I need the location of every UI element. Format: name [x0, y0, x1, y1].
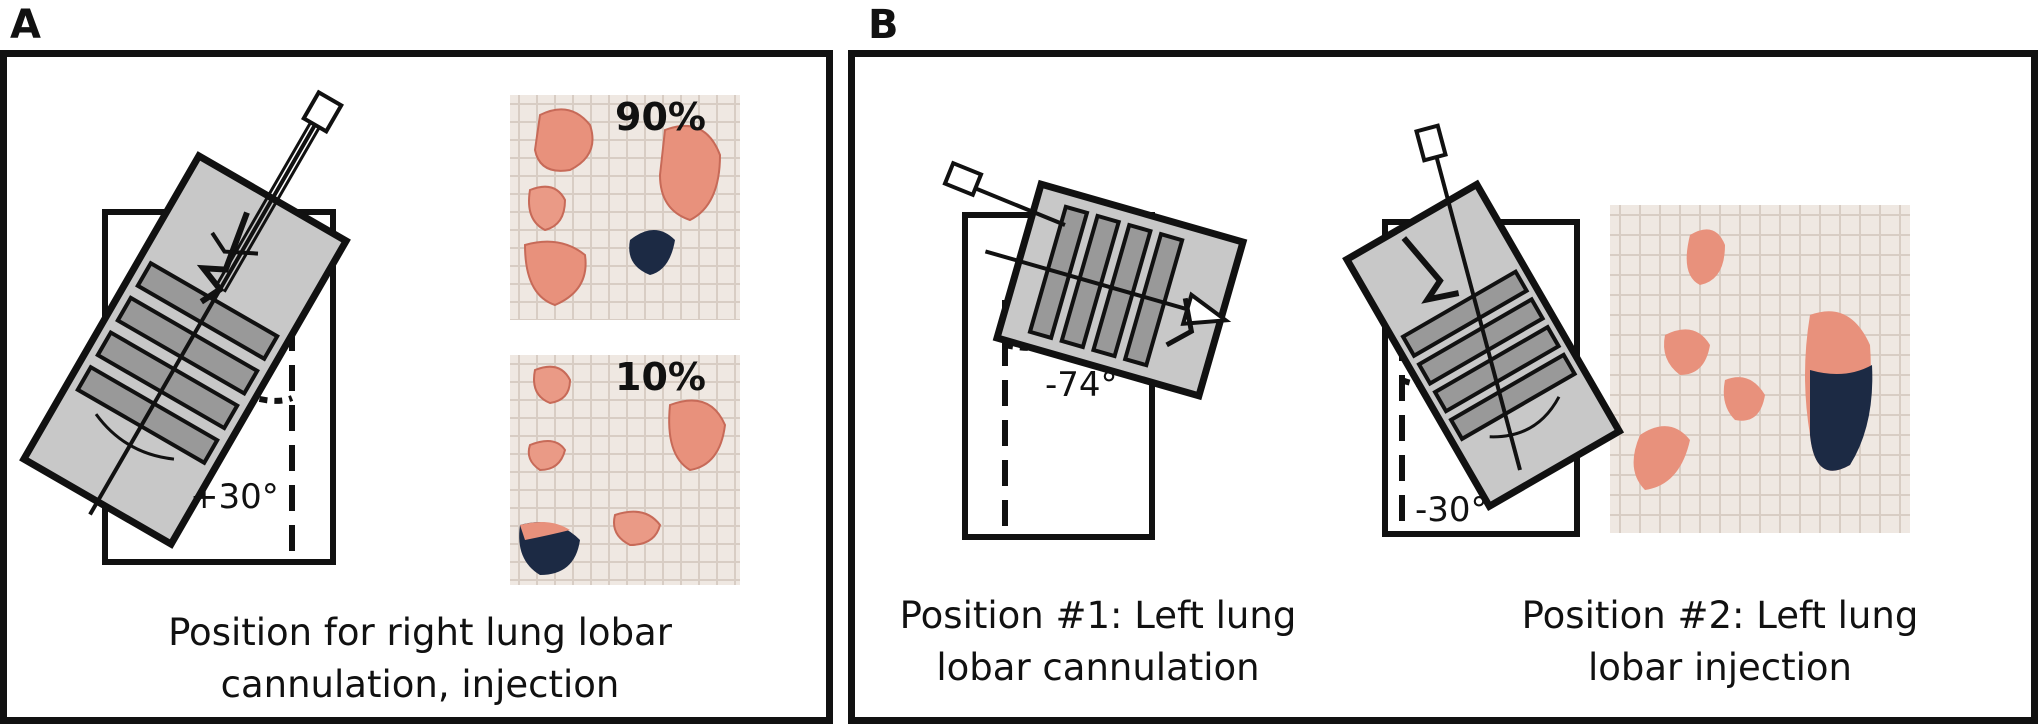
- cannula-hub-2: [1414, 123, 1448, 163]
- caption-b1-line-2: lobar cannulation: [936, 646, 1260, 689]
- tilted-board-b2: [1342, 179, 1625, 512]
- caption-b-position-1: Position #1: Left lung lobar cannulation: [878, 590, 1318, 694]
- caption-a-line-2: cannulation, injection: [220, 663, 620, 706]
- panel-a-letter: A: [10, 2, 41, 48]
- caption-a-line-1: Position for right lung lobar: [168, 611, 672, 654]
- angle-label-b1: -74°: [1045, 365, 1118, 405]
- panel-b-letter: B: [868, 2, 899, 48]
- photo-left-lung: [1610, 205, 1910, 533]
- tilted-board-a: [19, 89, 351, 549]
- angle-label-a: +30°: [190, 477, 279, 517]
- caption-b2-line-2: lobar injection: [1587, 646, 1853, 689]
- photo-10-percent-image: [510, 355, 740, 585]
- percent-90-label: 90%: [615, 95, 706, 139]
- photo-10-percent: [510, 355, 740, 585]
- percent-10-label: 10%: [615, 355, 706, 399]
- photo-90-percent: [510, 95, 740, 320]
- caption-b-position-2: Position #2: Left lung lobar injection: [1500, 590, 1940, 694]
- angle-label-b2: -30°: [1415, 490, 1488, 530]
- tilted-board-b1: [984, 179, 1248, 401]
- cannula-hub-1: [942, 160, 984, 198]
- cannula-needle-2: [1430, 139, 1522, 471]
- photo-90-percent-image: [510, 95, 740, 320]
- photo-left-lung-image: [1610, 205, 1910, 533]
- caption-b1-line-1: Position #1: Left lung: [899, 594, 1297, 637]
- caption-b2-line-1: Position #2: Left lung: [1521, 594, 1919, 637]
- caption-a: Position for right lung lobar cannulatio…: [110, 607, 730, 711]
